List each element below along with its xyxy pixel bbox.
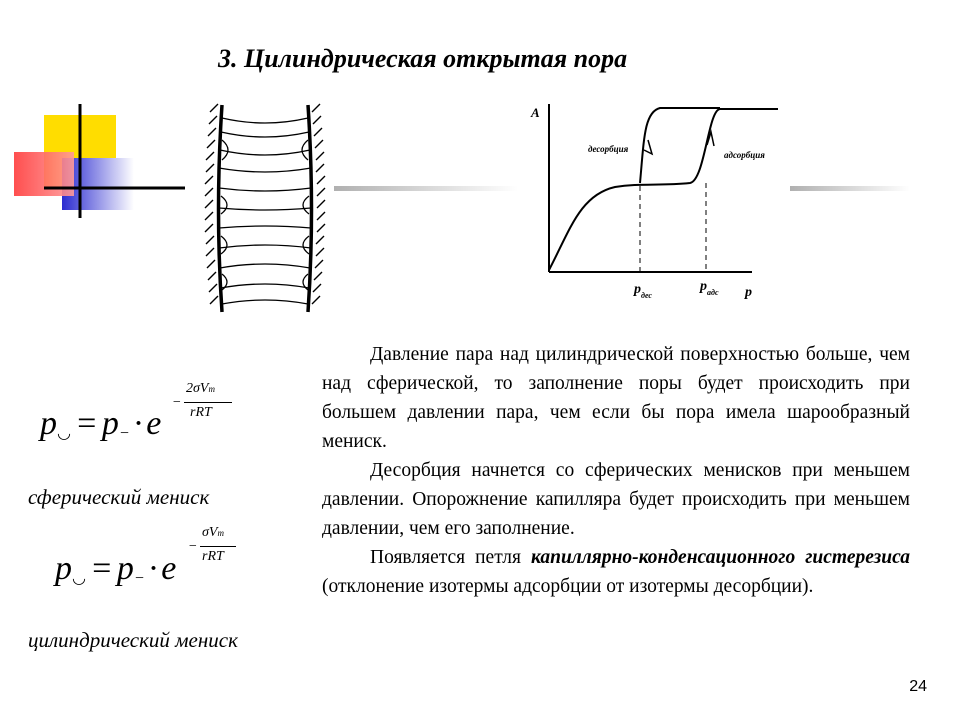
divider-line-right — [790, 186, 910, 191]
decorative-squares-logo — [14, 104, 185, 218]
desorption-label: десорбция — [588, 144, 629, 154]
exp-num-coef: σ — [202, 525, 209, 540]
exp-numerator: 2σVm — [186, 381, 215, 397]
caption-cylindrical-meniscus: цилиндрический мениск — [28, 628, 238, 652]
hysteresis-term: капиллярно-конденсационного гистерезиса — [530, 547, 910, 568]
formula-lhs: p — [40, 405, 57, 442]
page-number: 24 — [909, 678, 927, 695]
divider-line — [334, 186, 518, 191]
formula-eq: = — [89, 550, 113, 587]
exp-num-v: V — [199, 381, 209, 396]
exp-numerator: σVm — [202, 525, 224, 541]
y-axis-label: A — [530, 105, 540, 120]
paragraph-2: Десорбция начнется со сферических мениск… — [322, 460, 910, 539]
adsorption-arrow — [706, 129, 715, 147]
formula-dot: · — [133, 405, 143, 442]
formula2-exponent: − σVm rRT — [188, 524, 248, 568]
adsorption-label: адсорбция — [724, 150, 765, 160]
exp-num-v: V — [208, 525, 218, 540]
x-axis-label: p — [744, 285, 752, 300]
formula-rhs: p — [101, 405, 119, 442]
formula-spherical: p◡ = p− · e — [40, 405, 161, 443]
adsorption-curve — [548, 108, 778, 271]
formula-e: e — [146, 405, 162, 442]
formula1-exponent: − 2σVm rRT — [172, 380, 242, 424]
exp-num-v-sub: m — [208, 384, 215, 394]
exp-minus: − — [188, 539, 198, 554]
formula-cylindrical: p◡ = p− · e — [55, 550, 176, 588]
caption-spherical-meniscus: сферический мениск — [28, 485, 210, 509]
exp-fraction-bar — [184, 402, 232, 403]
formula-rhs-sub: − — [133, 570, 145, 587]
p-des-label: pдес — [633, 282, 652, 300]
formula-eq: = — [74, 405, 98, 442]
formula-dot: · — [148, 550, 158, 587]
formula-rhs: p — [116, 550, 134, 587]
exp-minus: − — [172, 395, 182, 410]
formula-e: e — [161, 550, 177, 587]
exp-num-v-sub: m — [217, 528, 224, 538]
paragraph-3-end: (отклонение изотермы адсорбции от изотер… — [322, 576, 814, 597]
desorption-curve — [639, 107, 720, 184]
hysteresis-isotherm-graph: A p десорбция адсорбция pдес pадс — [530, 104, 778, 300]
exp-num-coef: 2σ — [186, 381, 200, 396]
p-ads-label: pадс — [699, 279, 719, 297]
exp-fraction-bar — [200, 546, 236, 547]
formula-lhs: p — [55, 550, 72, 587]
body-text: Давление пара над цилиндрической поверхн… — [322, 340, 910, 601]
exp-denominator: rRT — [202, 549, 224, 564]
illustration-area: A p десорбция адсорбция pдес pадс — [14, 103, 910, 313]
slide-title: 3. Цилиндрическая открытая пора — [218, 44, 628, 73]
formula-lhs-sub: ◡ — [72, 570, 86, 587]
formula-rhs-sub: − — [118, 425, 130, 442]
paragraph-1: Давление пара над цилиндрической поверхн… — [322, 344, 910, 452]
paragraph-3-start: Появляется петля — [370, 547, 531, 568]
formula-lhs-sub: ◡ — [57, 425, 71, 442]
exp-denominator: rRT — [190, 405, 212, 420]
pore-diagram — [204, 103, 326, 313]
paragraph-3: Появляется петля капиллярно-конденсацион… — [322, 543, 910, 601]
desorption-arrow — [643, 139, 654, 156]
